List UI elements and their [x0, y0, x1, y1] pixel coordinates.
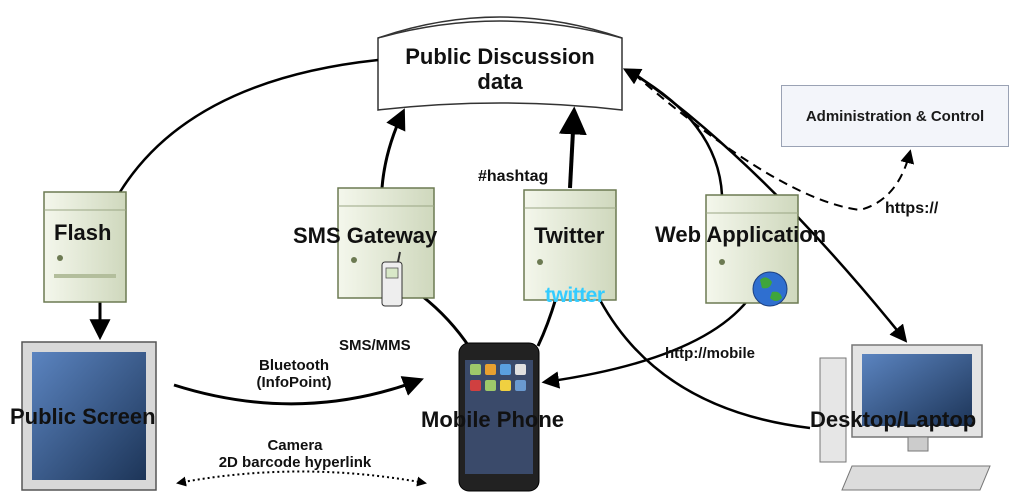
bluetooth-label: Bluetooth (InfoPoint) — [256, 357, 332, 392]
twitter-label: Twitter — [534, 223, 605, 248]
edge-camera-barcode — [176, 470, 427, 487]
edge-webapp-mobile — [541, 299, 749, 389]
public-screen-label: Public Screen — [10, 404, 156, 429]
web-application-label: Web Application — [655, 222, 827, 247]
mobile-phone-icon — [381, 251, 403, 307]
monitor-icon — [21, 341, 157, 491]
server-icon-flash — [43, 191, 127, 303]
admin-control-box: Administration & Control — [781, 85, 1009, 147]
sms-gateway-label: SMS Gateway — [293, 223, 438, 248]
edge-sms-mobile — [421, 294, 472, 349]
database-cylinder — [377, 16, 623, 111]
globe-icon — [752, 271, 788, 307]
server-icon-twitter — [523, 189, 617, 301]
desktop-laptop-label: Desktop/Laptop — [810, 407, 977, 432]
edge-twitter-mobile — [536, 297, 558, 347]
twitter-logo: twitter — [545, 284, 605, 307]
connectors — [89, 58, 915, 487]
edge-db-admin — [633, 73, 915, 212]
desktop-computer-icon — [819, 344, 991, 491]
edge-db-desktop — [631, 70, 908, 343]
edge-sms-db — [380, 108, 406, 189]
sms-mms-label: SMS/MMS — [339, 337, 411, 354]
admin-control-label: Administration & Control — [805, 107, 985, 125]
smartphone-icon — [458, 342, 540, 492]
mobile-phone-label: Mobile Phone — [421, 407, 564, 432]
https-label: https:// — [885, 200, 939, 217]
edge-bluetooth — [173, 376, 424, 406]
hashtag-label: #hashtag — [478, 168, 549, 185]
edge-twitter-desktop — [598, 299, 811, 430]
flash-label: Flash — [54, 220, 112, 245]
database-label: Public Discussion data — [405, 44, 595, 95]
edge-twitter-db — [558, 106, 587, 189]
http-mobile-label: http://mobile — [665, 345, 755, 362]
camera-barcode-label: Camera 2D barcode hyperlink — [218, 437, 372, 472]
edge-flash-db — [118, 58, 379, 193]
